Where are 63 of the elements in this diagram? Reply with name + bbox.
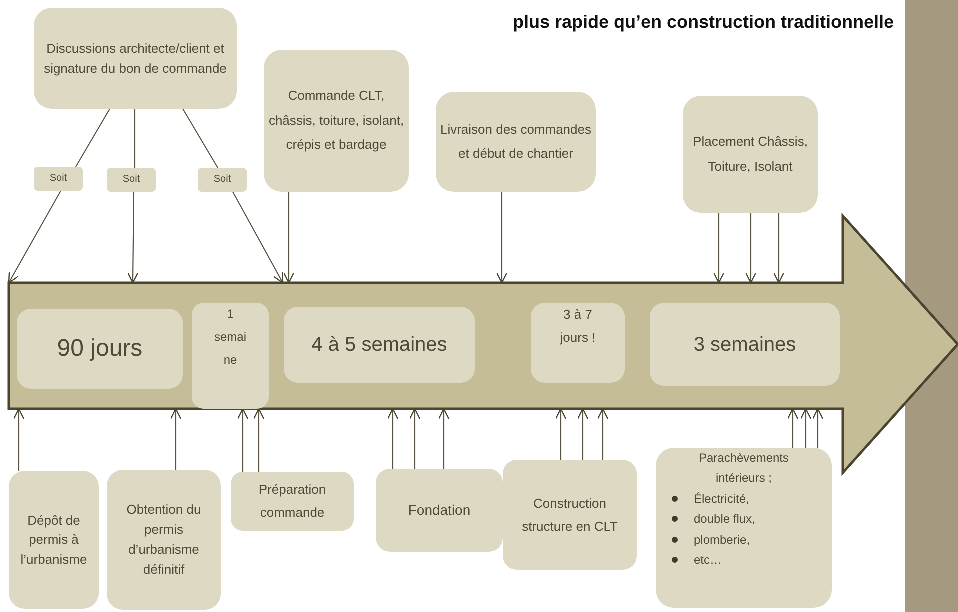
- bullet-item: Électricité,: [660, 488, 828, 510]
- step-box: [503, 460, 637, 570]
- node-text: Fondation: [408, 501, 471, 520]
- node-text: Soit: [214, 174, 232, 186]
- arrow: [800, 408, 812, 448]
- duration-box: [192, 303, 269, 409]
- arrow: [8, 190, 62, 284]
- step-box: [656, 448, 832, 608]
- duration-box: [284, 307, 475, 383]
- arrow: [387, 408, 399, 469]
- step-box: [264, 50, 409, 192]
- node-text: Préparation commande: [258, 481, 328, 522]
- duration-box: [650, 303, 840, 386]
- step-box: [9, 471, 99, 609]
- duration-box: [531, 303, 625, 383]
- arrow: [283, 192, 295, 284]
- step-box: [107, 470, 221, 610]
- arrow: [577, 408, 589, 460]
- bullet-item: double flux,: [660, 509, 828, 530]
- node-text: Construction structure en CLT: [521, 494, 619, 536]
- arrow: [253, 408, 265, 472]
- arrow: [13, 408, 25, 471]
- node-text: 1 semaine: [213, 306, 248, 369]
- node-text: Parachèvements intérieurs ;: [698, 450, 790, 488]
- arrow: [787, 408, 799, 448]
- bullet-item: plomberie,: [660, 530, 828, 550]
- arrow: [597, 408, 609, 460]
- arrow: [812, 408, 824, 448]
- duration-box: [17, 309, 183, 389]
- step-box: [107, 168, 156, 192]
- node-text: Commande CLT, châssis, toiture, isolant, crépis et bardage: [268, 86, 405, 154]
- step-box: [198, 168, 247, 192]
- step-box: [231, 472, 354, 531]
- arrow: [713, 213, 725, 284]
- node-text: 3 à 7 jours !: [559, 306, 597, 348]
- node-text: Placement Châssis, Toiture, Isolant: [692, 133, 809, 176]
- step-box: [436, 92, 596, 192]
- arrow: [170, 408, 182, 470]
- arrow: [438, 408, 450, 469]
- arrow: [496, 192, 508, 284]
- arrow: [128, 192, 139, 284]
- title: plus rapide qu’en construction traditionnelle: [512, 12, 894, 33]
- step-box: [376, 469, 503, 552]
- node-text: Discussions architecte/client et signature du bon de commande: [43, 40, 228, 78]
- arrow: [555, 408, 567, 460]
- arrow: [409, 408, 421, 469]
- node-text: 3 semaines: [694, 332, 796, 356]
- bullet-item: etc…: [660, 550, 828, 570]
- node-text: Soit: [50, 173, 68, 185]
- arrow: [745, 213, 757, 284]
- step-box: [34, 8, 237, 109]
- node-text: Soit: [122, 174, 140, 186]
- node-text: Dépôt de permis à l’urbanisme: [20, 512, 88, 569]
- side-band: [905, 0, 958, 612]
- node-text: 90 jours: [57, 334, 143, 364]
- node-text: Livraison des commandes et début de chantier: [440, 120, 592, 163]
- step-box: [34, 167, 83, 191]
- arrow: [232, 192, 284, 284]
- arrow: [237, 408, 249, 472]
- step-box: [683, 96, 818, 213]
- node-text: Obtention du permis d’urbanisme définitif: [126, 500, 202, 580]
- node-text: 4 à 5 semaines: [312, 333, 448, 357]
- arrow: [773, 213, 785, 284]
